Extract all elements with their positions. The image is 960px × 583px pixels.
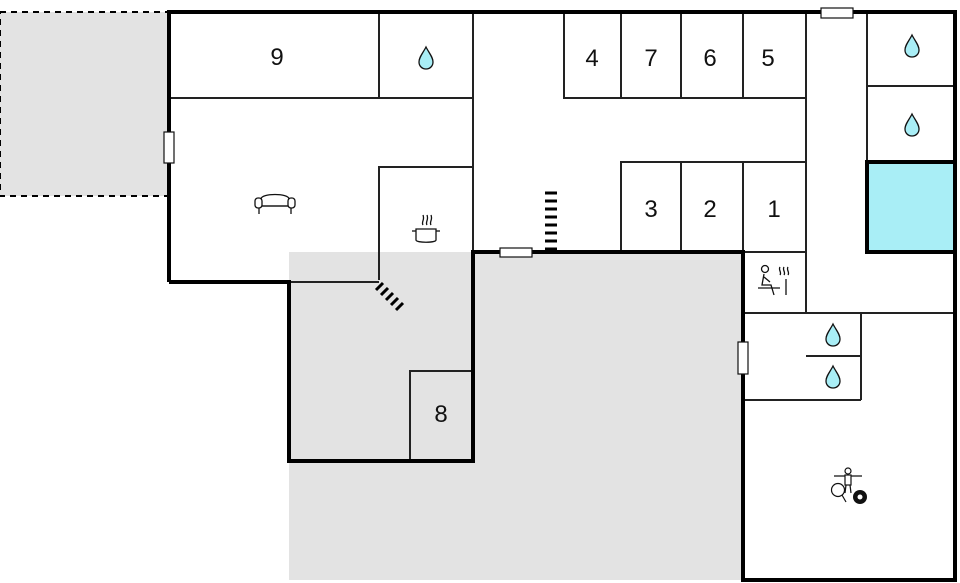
room-label-6: 6 bbox=[703, 45, 716, 72]
room-label-2: 2 bbox=[703, 196, 716, 223]
stairs-diagonal-icon bbox=[374, 281, 405, 312]
sauna-icon bbox=[758, 264, 790, 296]
pool bbox=[867, 162, 955, 252]
room-label-1: 1 bbox=[767, 196, 780, 223]
exterior-walls bbox=[167, 10, 957, 582]
terrace-left bbox=[0, 11, 170, 197]
water-drop-icon bbox=[825, 365, 841, 389]
cooking-pot-icon bbox=[412, 214, 440, 243]
water-drop-icon bbox=[825, 323, 841, 347]
windows bbox=[163, 7, 854, 375]
room-label-5: 5 bbox=[761, 45, 774, 72]
ping-pong-paddle-icon bbox=[830, 482, 847, 503]
room-label-9: 9 bbox=[270, 44, 283, 71]
room-label-7: 7 bbox=[644, 45, 657, 72]
sofa-icon bbox=[254, 193, 296, 214]
game-room-icon bbox=[830, 467, 867, 504]
water-drop-icon bbox=[904, 34, 920, 58]
stairs-icon bbox=[545, 191, 557, 251]
water-drop-icon bbox=[418, 46, 434, 70]
water-drop-icon bbox=[904, 113, 920, 137]
room-label-3: 3 bbox=[644, 196, 657, 223]
table-football-icon bbox=[834, 467, 862, 494]
room-label-4: 4 bbox=[585, 45, 598, 72]
billiard-ball-icon bbox=[853, 490, 867, 504]
room-label-8: 8 bbox=[434, 401, 447, 428]
terrace-inner bbox=[289, 252, 743, 580]
